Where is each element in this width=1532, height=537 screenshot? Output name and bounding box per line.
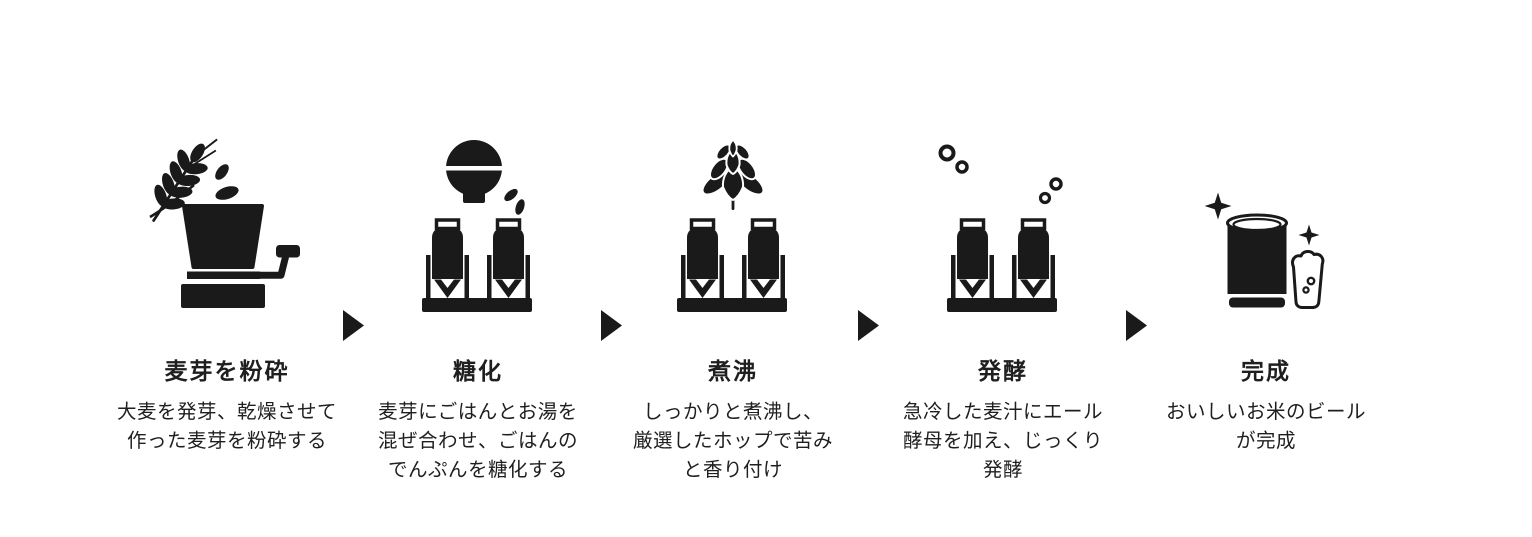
sparkle-icon	[1298, 224, 1320, 246]
bubble	[1302, 286, 1310, 294]
step-boiling: 煮沸 しっかりと煮沸し、 厳選したホップで苦み と香り付け	[608, 120, 858, 485]
bubble	[1049, 177, 1063, 191]
mill-crank	[258, 254, 290, 279]
step-title: 発酵	[978, 358, 1028, 384]
step-icon-box	[102, 120, 352, 312]
bubble	[955, 160, 969, 174]
rice-mash-tanks-icon	[418, 140, 538, 312]
arrow-right-icon	[601, 310, 622, 341]
falling-grain	[504, 188, 518, 202]
step-description: 急冷した麦汁にエール 酵母を加え、じっくり 発酵	[902, 401, 1103, 481]
crank-handle	[276, 245, 300, 258]
step-icon-box	[1141, 120, 1391, 312]
brew-tanks	[677, 220, 787, 312]
sparkle-icon	[1205, 192, 1232, 220]
step-description: しっかりと煮沸し、 厳選したホップで苦み と香り付け	[632, 401, 833, 481]
fermentation-tanks-icon	[938, 144, 1063, 312]
falling-grain	[515, 199, 525, 215]
step-icon-box	[608, 120, 858, 312]
step-icon-box	[353, 120, 603, 312]
hop-boil-tanks-icon	[673, 140, 793, 312]
arrow-right-icon	[343, 310, 364, 341]
bubble	[1038, 191, 1052, 205]
arrow-right-icon	[858, 310, 879, 341]
beer-can-body	[1227, 223, 1287, 294]
step-description: 麦芽にごはんとお湯を 混ぜ合わせ、ごはんの でんぷんを糖化する	[377, 401, 578, 481]
step-title: 糖化	[453, 358, 503, 384]
step-description: 大麦を発芽、乾燥させて 作った麦芽を粉砕する	[116, 401, 337, 452]
hop-cone	[697, 140, 769, 211]
step-fermentation: 発酵 急冷した麦汁にエール 酵母を加え、じっくり 発酵	[878, 120, 1128, 485]
step-crush-malt: 麦芽を粉砕 大麦を発芽、乾燥させて 作った麦芽を粉砕する	[102, 120, 352, 456]
step-title: 煮沸	[708, 358, 758, 384]
brew-tanks	[947, 220, 1057, 312]
brew-tanks	[422, 220, 532, 312]
malt-mill-icon	[149, 138, 300, 308]
step-title: 麦芽を粉砕	[164, 358, 290, 384]
beer-can-glass-icon	[1205, 192, 1325, 309]
can-bottom	[1229, 297, 1285, 308]
wheat-ear	[152, 138, 218, 222]
falling-grain	[215, 164, 229, 180]
bubble	[1306, 276, 1316, 286]
arrow-right-icon	[1126, 310, 1147, 341]
step-description: おいしいお米のビール が完成	[1165, 401, 1366, 452]
step-title: 完成	[1241, 358, 1291, 384]
falling-grain	[215, 186, 239, 200]
bubble	[938, 144, 956, 162]
step-complete: 完成 おいしいお米のビール が完成	[1141, 120, 1391, 456]
mill-base	[181, 284, 265, 308]
mill-hopper	[182, 204, 264, 269]
step-saccharification: 糖化 麦芽にごはんとお湯を 混ぜ合わせ、ごはんの でんぷんを糖化する	[353, 120, 603, 485]
step-icon-box	[878, 120, 1128, 312]
